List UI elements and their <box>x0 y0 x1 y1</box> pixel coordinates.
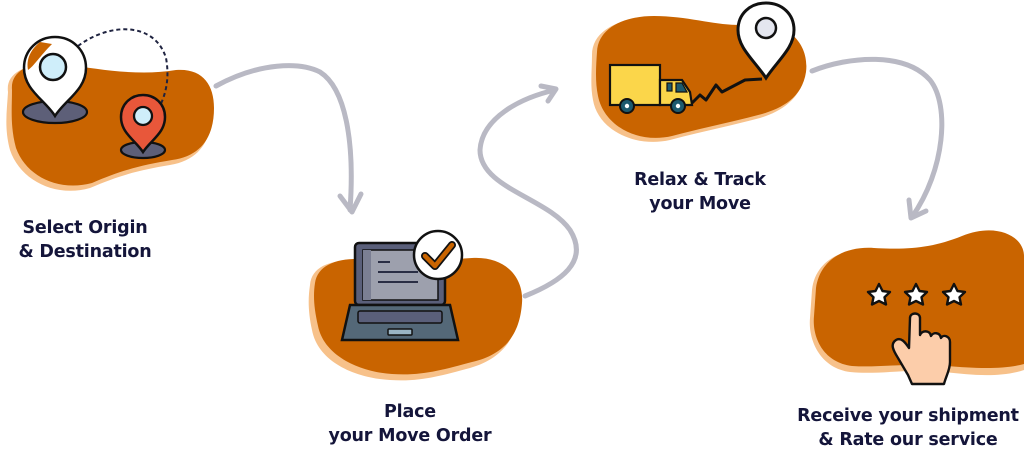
pointing-hand-icon <box>891 312 952 386</box>
step-title: Place <box>384 402 436 422</box>
arrow-2-to-3 <box>477 83 579 299</box>
step-subtitle: & Destination <box>18 242 152 262</box>
star-2 <box>903 282 929 306</box>
rating-stars-icon <box>866 282 967 306</box>
step-title: Relax & Track <box>634 170 766 190</box>
origin-pin-icon <box>21 35 89 125</box>
dashed-route <box>77 28 169 107</box>
step-subtitle: & Rate our service <box>818 430 998 450</box>
step-subtitle: your Move <box>649 194 751 214</box>
arrow-3-to-4 <box>809 56 945 221</box>
step-title: Receive your shipment <box>797 406 1019 426</box>
step-1-illustration <box>6 28 215 191</box>
location-pin-icon <box>736 1 796 81</box>
arrow-1-to-2 <box>213 63 364 215</box>
step-4-illustration <box>809 230 1024 386</box>
check-badge-icon <box>412 229 464 281</box>
step-label-track-move: Relax & Track your Move <box>610 168 790 216</box>
route-line <box>690 77 763 105</box>
step-label-select-origin: Select Origin & Destination <box>0 216 170 264</box>
step-subtitle: your Move Order <box>328 426 492 446</box>
step-label-place-order: Place your Move Order <box>310 400 510 448</box>
step-3-illustration <box>591 1 807 142</box>
truck-icon <box>608 63 694 114</box>
step-title: Select Origin <box>22 218 148 238</box>
star-3 <box>941 282 967 306</box>
star-1 <box>866 282 892 306</box>
step-label-rate-service: Receive your shipment & Rate our service <box>790 404 1024 452</box>
step-2-illustration <box>308 229 523 381</box>
destination-pin-icon <box>119 93 167 160</box>
